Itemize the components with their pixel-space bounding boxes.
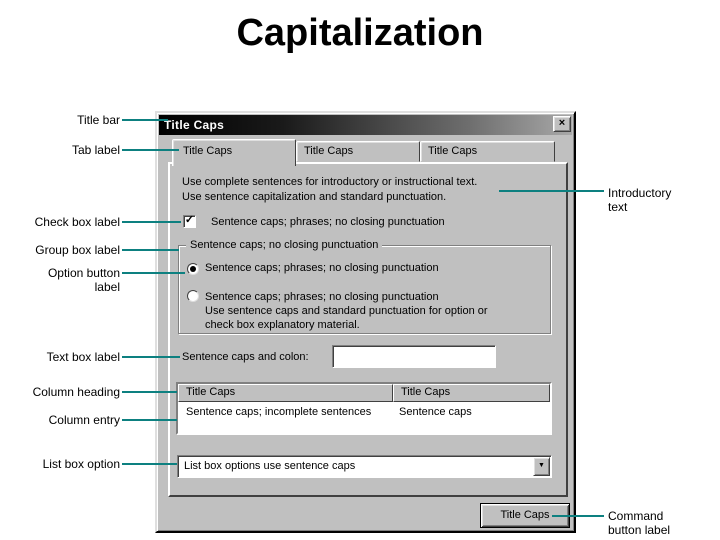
close-button[interactable]: ×	[553, 116, 571, 132]
table-header-row: Title Caps Title Caps	[178, 384, 550, 402]
callout-introductory-line2: text	[608, 200, 628, 214]
tab-title-caps-2[interactable]: Title Caps	[296, 141, 420, 162]
title-caps-dialog: Title Caps × Title Caps Title Caps Title…	[155, 111, 576, 533]
callout-line-option-button	[122, 272, 185, 274]
callout-command-button-label: Command button label	[608, 509, 670, 537]
introductory-text: Use complete sentences for introductory …	[182, 175, 477, 205]
callout-line-title-bar	[122, 119, 168, 121]
option-button-2-desc-line2: check box explanatory material.	[205, 319, 360, 331]
callout-line-tab-label	[122, 149, 179, 151]
tab-label: Title Caps	[304, 145, 354, 157]
callout-option-button-line1: Option button	[47, 266, 120, 280]
option-button-1-label: Sentence caps; phrases; no closing punct…	[205, 262, 439, 274]
option-button-2[interactable]	[187, 290, 199, 302]
callout-line-column-entry	[122, 419, 177, 421]
close-icon: ×	[558, 117, 566, 129]
callout-introductory-line1: Introductory	[608, 186, 672, 200]
column-entry-1: Sentence caps; incomplete sentences	[186, 406, 372, 418]
list-view-table: Title Caps Title Caps Sentence caps; inc…	[176, 382, 552, 435]
option-button-2-label: Sentence caps; phrases; no closing punct…	[205, 291, 439, 303]
callout-line-command	[552, 515, 604, 517]
window-title: Title Caps	[164, 118, 225, 132]
check-icon: ✓	[184, 214, 195, 226]
callout-tab-label: Tab label	[71, 143, 120, 157]
callout-check-box-label: Check box label	[34, 215, 120, 229]
callout-command-line1: Command	[608, 509, 664, 523]
callout-option-button-label: Option button label	[0, 266, 120, 294]
callout-command-line2: button label	[608, 523, 671, 537]
text-box-label: Sentence caps and colon:	[182, 351, 309, 363]
callout-line-group-box	[122, 249, 179, 251]
introductory-text-line2: Use sentence capitalization and standard…	[182, 191, 447, 203]
option-button-1[interactable]	[187, 263, 199, 275]
chevron-down-icon: ▼	[538, 462, 545, 469]
option-button-2-text: Sentence caps; phrases; no closing punct…	[205, 290, 488, 332]
sentence-caps-checkbox[interactable]: ✓	[183, 215, 196, 228]
command-button-label: Title Caps	[500, 509, 550, 521]
callout-line-column-heading	[122, 391, 177, 393]
group-box: Sentence caps; no closing punctuation Se…	[178, 239, 551, 334]
checkbox-label: Sentence caps; phrases; no closing punct…	[211, 216, 445, 228]
list-box-option-value: List box options use sentence caps	[184, 460, 356, 472]
table-row[interactable]: Sentence caps; incomplete sentences Sent…	[178, 406, 550, 418]
callout-list-box-option: List box option	[42, 457, 120, 471]
dropdown-button[interactable]: ▼	[533, 457, 550, 476]
callout-line-text-box	[122, 356, 180, 358]
callout-option-button-line2: label	[94, 280, 120, 294]
callout-line-check-box	[122, 221, 181, 223]
tab-label: Title Caps	[428, 145, 478, 157]
callout-line-introductory	[499, 190, 604, 192]
callout-line-list-box	[122, 463, 177, 465]
tab-label: Title Caps	[183, 145, 233, 157]
list-box-combo[interactable]: List box options use sentence caps ▼	[177, 455, 552, 478]
column-heading-1[interactable]: Title Caps	[178, 384, 393, 402]
tab-title-caps-3[interactable]: Title Caps	[420, 141, 555, 162]
page-title: Capitalization	[236, 12, 484, 54]
callout-column-heading: Column heading	[32, 385, 120, 399]
option-button-2-desc-line1: Use sentence caps and standard punctuati…	[205, 305, 488, 317]
introductory-text-line1: Use complete sentences for introductory …	[182, 176, 478, 188]
callout-text-box-label: Text box label	[46, 350, 120, 364]
column-entry-2: Sentence caps	[399, 406, 472, 418]
title-bar: Title Caps	[159, 115, 572, 135]
group-box-label: Sentence caps; no closing punctuation	[186, 239, 383, 252]
callout-column-entry: Column entry	[48, 413, 120, 427]
callout-introductory-text: Introductory text	[608, 186, 671, 214]
tab-title-caps-1[interactable]: Title Caps	[172, 139, 296, 166]
text-input[interactable]	[332, 345, 496, 368]
callout-title-bar: Title bar	[77, 113, 120, 127]
tab-page-panel: Use complete sentences for introductory …	[168, 162, 568, 497]
callout-group-box-label: Group box label	[35, 243, 120, 257]
column-heading-2[interactable]: Title Caps	[393, 384, 550, 402]
